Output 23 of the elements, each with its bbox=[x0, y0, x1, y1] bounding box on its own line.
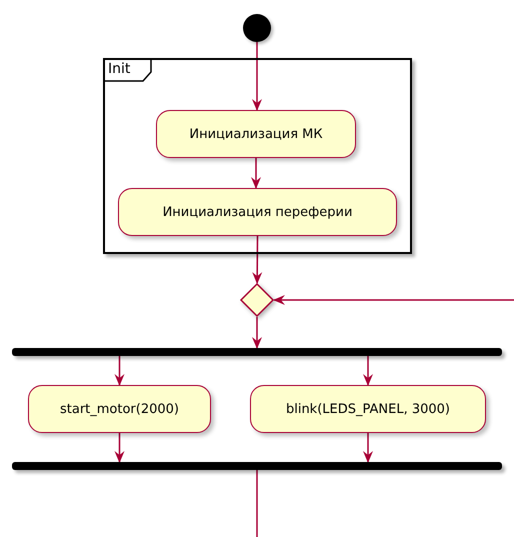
fork-bar bbox=[12, 462, 502, 470]
fork-bar bbox=[12, 348, 502, 356]
arrow bbox=[363, 356, 373, 386]
arrow bbox=[251, 158, 261, 189]
activity-label: Инициализация МК bbox=[189, 126, 323, 142]
arrow bbox=[114, 356, 124, 386]
partition-frame bbox=[103, 58, 412, 254]
arrow bbox=[363, 433, 373, 463]
arrow bbox=[114, 433, 124, 463]
merge-diamond bbox=[240, 283, 274, 317]
activity-label: Инициализация переферии bbox=[162, 204, 352, 220]
activity-box bbox=[156, 110, 356, 158]
arrow bbox=[252, 317, 262, 349]
activity-label: start_motor(2000) bbox=[60, 402, 180, 416]
arrow bbox=[273, 295, 514, 305]
activity-box bbox=[118, 188, 397, 236]
activity-box bbox=[250, 385, 486, 433]
arrow bbox=[252, 42, 262, 111]
start-node bbox=[243, 14, 271, 42]
partition-title: Init bbox=[108, 61, 130, 77]
arrow bbox=[252, 236, 262, 284]
activity-label: blink(LEDS_PANEL, 3000) bbox=[286, 402, 450, 416]
activity-box bbox=[28, 385, 211, 433]
